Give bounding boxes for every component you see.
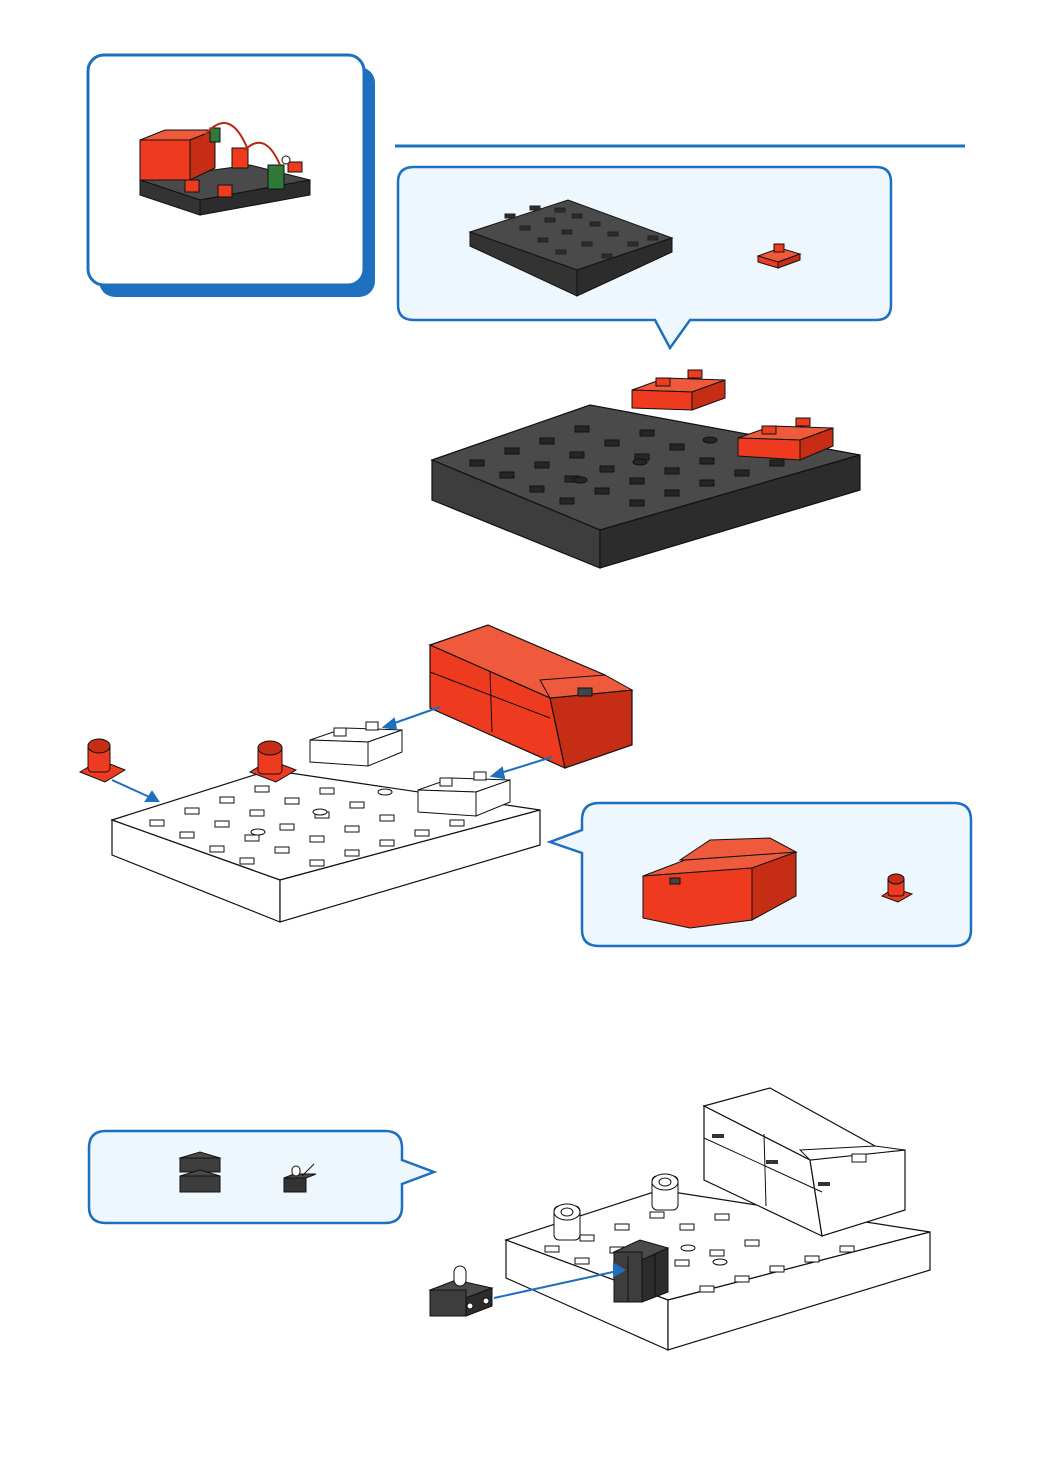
step-3-led-module — [430, 1266, 492, 1316]
step-2-white-blocks — [310, 722, 510, 816]
step-3-battery-box — [704, 1088, 905, 1236]
step-3-arrow — [494, 1264, 624, 1298]
step-2-arrows — [112, 707, 552, 801]
step-1-red-blocks-top — [632, 370, 725, 410]
finished-model-thumbnail-icon — [140, 123, 310, 215]
step-2-red-holder-middle — [250, 741, 296, 782]
step-2-battery-box — [430, 625, 632, 768]
step-3-holder-left — [554, 1204, 580, 1240]
step-1-assembly — [432, 370, 860, 568]
base-plate-icon — [470, 200, 672, 296]
step-2-red-holder-left — [80, 739, 125, 782]
step-1-red-blocks-right — [738, 418, 833, 460]
black-stack-block-icon — [180, 1152, 220, 1192]
step-3-black-block — [614, 1240, 668, 1302]
led-module-icon — [284, 1164, 316, 1192]
step-3-parts-bubble — [89, 1131, 434, 1223]
step-2-plate-holes — [150, 786, 464, 866]
preview-card-frame — [88, 55, 375, 297]
step-1-parts-bubble — [398, 167, 891, 348]
step-3-plate-holes — [545, 1212, 854, 1292]
step-3-holder-right — [652, 1174, 678, 1210]
red-connector-icon — [758, 244, 800, 268]
step-2-parts-bubble — [550, 803, 971, 946]
red-holder-icon — [882, 874, 912, 902]
step-1-plate-holes — [470, 426, 784, 506]
step-2-assembly — [80, 625, 632, 922]
battery-box-icon — [643, 838, 796, 928]
step-3-assembly — [430, 1088, 930, 1350]
